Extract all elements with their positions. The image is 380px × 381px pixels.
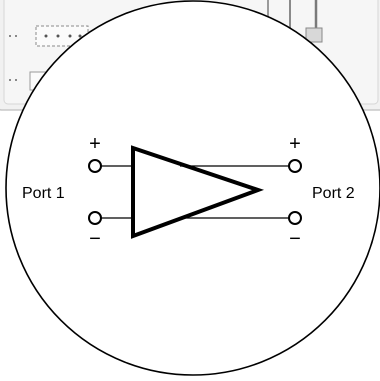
port2-plus-terminal — [288, 159, 302, 173]
port2-minus-terminal — [288, 211, 302, 225]
port1-plus-terminal — [88, 159, 102, 173]
port1-minus-terminal — [88, 211, 102, 225]
port2-label: Port 2 — [312, 185, 355, 202]
port1-label: Port 1 — [22, 185, 65, 202]
port1-minus-sign: − — [89, 228, 101, 250]
port1-plus-sign: + — [89, 133, 101, 155]
amplifier-triangle — [131, 145, 265, 239]
port2-minus-sign: − — [289, 228, 301, 250]
port2-plus-sign: + — [289, 133, 301, 155]
